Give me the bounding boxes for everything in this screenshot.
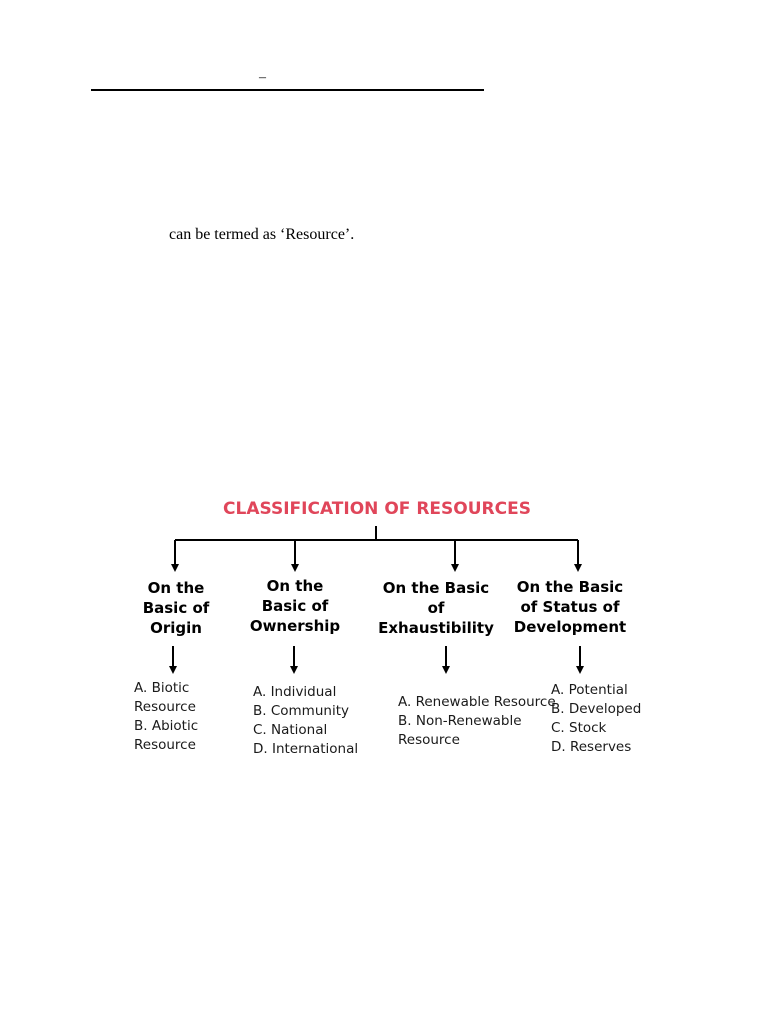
branch-heading-ownership: On the Basic of Ownership (242, 576, 348, 636)
header-rule (91, 89, 484, 91)
list-item: C. Stock (551, 720, 607, 736)
heading-line: On the (147, 579, 205, 597)
branch-items-ownership: A. Individual B. Community C. National D… (253, 683, 358, 759)
list-item: Resource (134, 737, 196, 753)
list-item: D. International (253, 741, 359, 757)
list-item: B. Community (253, 703, 349, 719)
heading-line: of Status of (520, 598, 620, 616)
heading-line: Basic of (142, 599, 210, 617)
heading-line: Development (513, 618, 627, 636)
heading-line: Ownership (249, 617, 341, 635)
branch-heading-development: On the Basic of Status of Development (510, 577, 630, 637)
heading-line: On the Basic (382, 579, 490, 597)
heading-line: On the Basic (516, 578, 624, 596)
branch-heading-origin: On the Basic of Origin (128, 578, 224, 638)
diagram-title: CLASSIFICATION OF RESOURCES (223, 499, 531, 519)
body-text-line: can be termed as ‘Resource’. (169, 226, 355, 243)
heading-line: Basic of (261, 597, 329, 615)
heading-line: Origin (150, 619, 202, 637)
header-mark: – (259, 70, 266, 85)
heading-line: of (427, 599, 445, 617)
list-item: B. Developed (551, 701, 642, 717)
heading-line: On the (266, 577, 324, 595)
list-item: C. National (253, 722, 328, 738)
list-item: B. Non-Renewable (398, 713, 522, 729)
list-item: B. Abiotic (134, 718, 199, 734)
heading-line: Exhaustibility (378, 619, 494, 637)
list-item: Resource (134, 699, 196, 715)
list-item: A. Biotic (134, 680, 190, 696)
branch-items-development: A. Potential B. Developed C. Stock D. Re… (551, 681, 641, 757)
list-item: D. Reserves (551, 739, 632, 755)
list-item: A. Potential (551, 682, 628, 698)
list-item: Resource (398, 732, 460, 748)
diagram-connectors (169, 526, 584, 674)
list-item: A. Individual (253, 684, 337, 700)
branch-items-origin: A. Biotic Resource B. Abiotic Resource (134, 679, 198, 755)
branch-items-exhaustibility: A. Renewable Resource B. Non-Renewable R… (398, 693, 556, 750)
list-item: A. Renewable Resource (398, 694, 556, 710)
branch-heading-exhaustibility: On the Basic of Exhaustibility (376, 578, 496, 638)
classification-diagram: CLASSIFICATION OF RESOURCES On the Basic… (120, 490, 648, 760)
